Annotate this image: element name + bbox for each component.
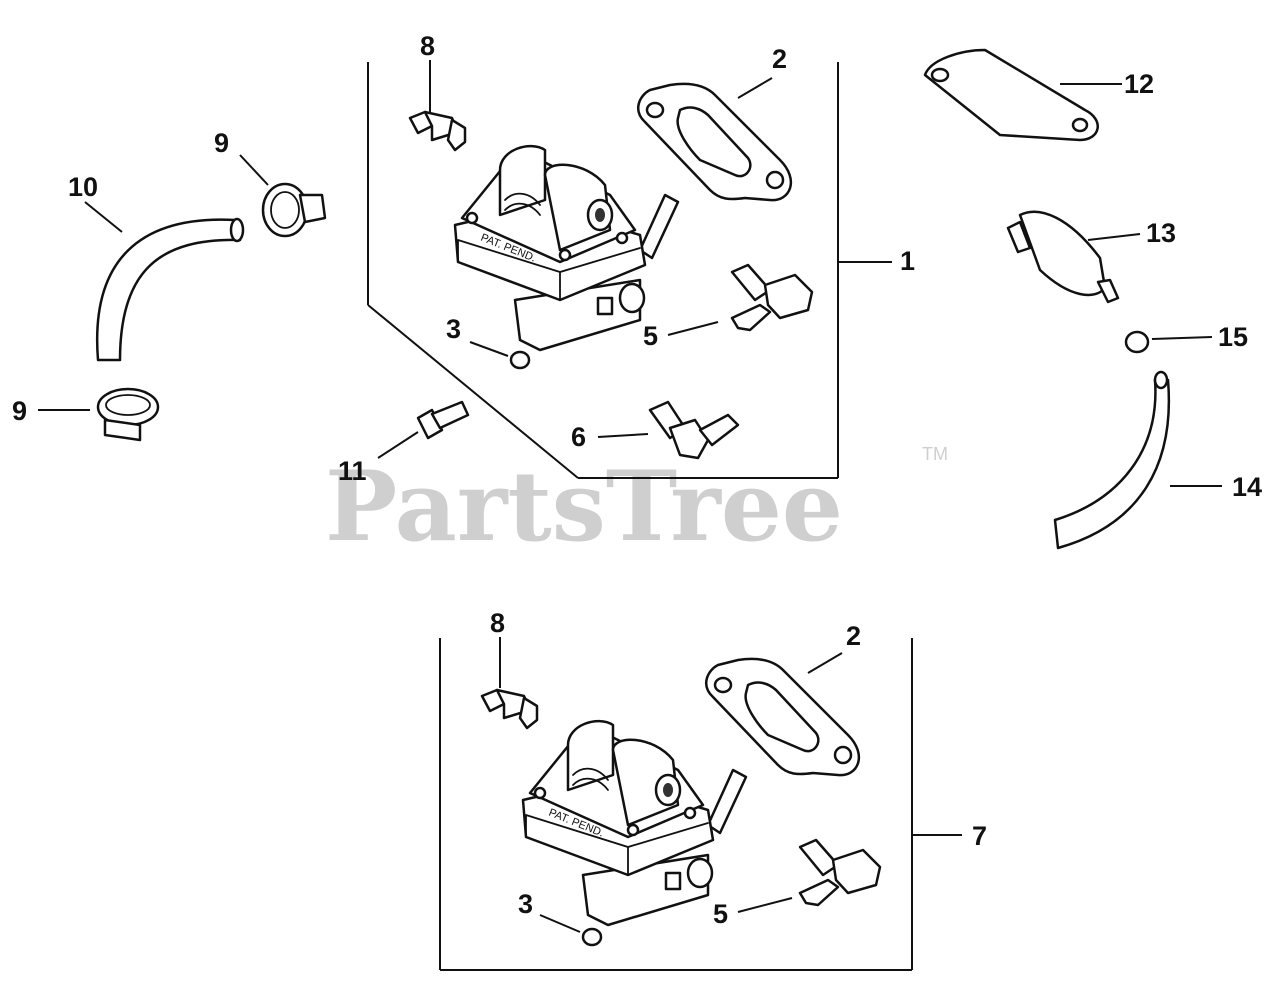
callout-1[interactable]: 1 (900, 246, 915, 276)
callout-2-bottom[interactable]: 2 (846, 621, 861, 651)
barb-fitting-top[interactable] (408, 110, 467, 152)
washer-top[interactable] (509, 350, 531, 370)
callout-8-bottom[interactable]: 8 (490, 608, 505, 638)
elbow-fitting-top[interactable] (730, 263, 814, 332)
callout-7[interactable]: 7 (972, 821, 987, 851)
gasket-12[interactable] (923, 48, 1099, 142)
watermark-trademark: TM (922, 444, 948, 464)
hose-clamp-lower[interactable] (96, 387, 160, 442)
callout-2-top[interactable]: 2 (772, 44, 787, 74)
callout-12[interactable]: 12 (1124, 69, 1154, 99)
callout-5-bottom[interactable]: 5 (713, 899, 728, 929)
washer-bottom[interactable] (581, 927, 603, 947)
callout-8-top[interactable]: 8 (420, 31, 435, 61)
callout-3-top[interactable]: 3 (446, 314, 461, 344)
fuel-pump-bottom[interactable]: PAT. PEND. (521, 719, 748, 927)
callout-3-bottom[interactable]: 3 (518, 889, 533, 919)
assembly-bracket-1 (367, 62, 839, 479)
assembly-bracket-7 (439, 638, 913, 971)
hose-clamp-15[interactable] (1124, 330, 1150, 354)
callout-5-top[interactable]: 5 (643, 321, 658, 351)
elbow-fitting-6[interactable] (648, 400, 740, 460)
leader-lines (38, 60, 1222, 933)
callout-10[interactable]: 10 (68, 172, 98, 202)
callout-13[interactable]: 13 (1146, 218, 1176, 248)
callout-11[interactable]: 11 (338, 456, 367, 486)
callout-9-upper[interactable]: 9 (214, 128, 229, 158)
screw-11[interactable] (416, 400, 470, 440)
fuel-filter-13[interactable] (1006, 210, 1120, 304)
callout-9-lower[interactable]: 9 (12, 396, 27, 426)
gasket-top[interactable] (636, 82, 792, 202)
callout-14[interactable]: 14 (1232, 472, 1262, 502)
callout-6[interactable]: 6 (571, 422, 586, 452)
hose-clamp-upper[interactable] (261, 182, 327, 238)
barb-fitting-bottom[interactable] (480, 688, 539, 730)
fuel-hose-14[interactable] (1053, 370, 1171, 550)
fuel-hose-10[interactable] (95, 217, 245, 362)
fuel-pump-top[interactable]: PAT. PEND. (453, 144, 680, 352)
elbow-fitting-bottom[interactable] (798, 838, 882, 907)
watermark-brand: PartsTree (325, 450, 843, 563)
gasket-bottom[interactable] (704, 657, 860, 777)
callout-labels: 1 2 2 3 3 5 5 6 7 8 8 9 9 10 11 12 13 14… (12, 31, 1262, 929)
callout-15[interactable]: 15 (1218, 322, 1248, 352)
